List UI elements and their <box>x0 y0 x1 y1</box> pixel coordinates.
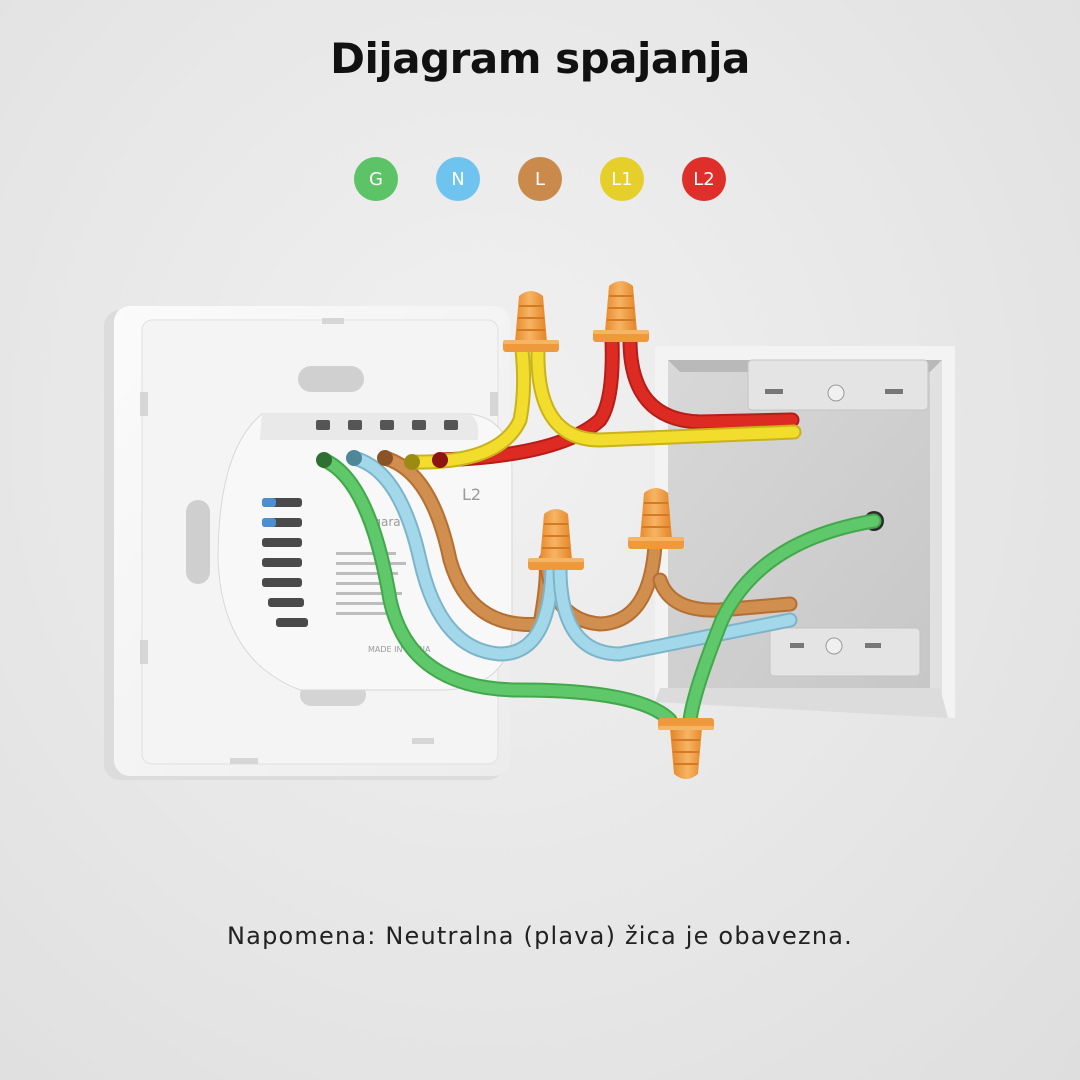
wire-ground-box <box>684 515 880 726</box>
made-in-text: MADE IN CHINA <box>368 645 431 654</box>
spec-text-lines <box>336 552 406 615</box>
wire-nut-l2 <box>592 280 650 343</box>
wire-nut-l1 <box>502 290 560 353</box>
neutral-wire-note: Napomena: Neutralna (plava) žica je obav… <box>227 922 853 950</box>
wire-l1-box <box>532 344 800 446</box>
wires <box>316 332 882 728</box>
terminal-screws <box>316 420 458 430</box>
legend-l1: L1 <box>600 157 644 201</box>
legend-live: L <box>518 157 562 201</box>
wire-nut-ground <box>657 717 715 780</box>
legend-neutral: N <box>436 157 480 201</box>
legend-ground: G <box>354 157 398 201</box>
wire-neutral-device <box>348 452 558 660</box>
wire-l1-device <box>406 344 530 468</box>
wire-color-legend: G N L L1 L2 <box>354 157 726 203</box>
wire-neutral-box <box>554 562 796 660</box>
wire-ground-device <box>318 454 676 726</box>
page-title: Dijagram spajanja <box>330 34 750 83</box>
terminal-label: L2 <box>462 485 481 504</box>
wire-nut-neutral <box>527 508 585 571</box>
wire-l2-device <box>434 334 618 466</box>
wire-l2-box <box>624 334 798 428</box>
vent-slots <box>262 498 308 627</box>
wire-ends <box>316 450 448 470</box>
legend-l2: L2 <box>682 157 726 201</box>
